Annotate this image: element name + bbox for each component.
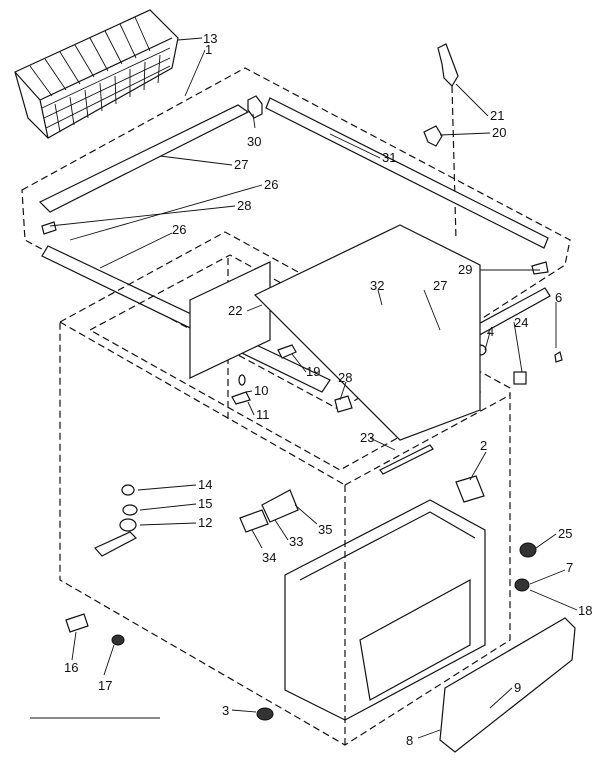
compressor-compartment bbox=[284, 499, 486, 721]
callout-30: 30 bbox=[247, 134, 261, 149]
callout-15: 15 bbox=[198, 496, 212, 511]
callout-1: 1 bbox=[205, 42, 212, 57]
callout-34: 34 bbox=[262, 550, 276, 565]
lid-outline bbox=[21, 67, 571, 411]
callout-21: 21 bbox=[490, 108, 504, 123]
callout-20: 20 bbox=[492, 125, 506, 140]
callout-19: 19 bbox=[306, 364, 320, 379]
callout-10: 10 bbox=[254, 383, 268, 398]
callout-3: 3 bbox=[222, 703, 229, 718]
callout-14: 14 bbox=[198, 477, 212, 492]
callout-32: 32 bbox=[370, 278, 384, 293]
callout-29: 29 bbox=[458, 262, 472, 277]
callout-27-top: 27 bbox=[234, 157, 248, 172]
callout-13: 13 bbox=[203, 31, 217, 46]
callout-12: 12 bbox=[198, 515, 212, 530]
callout-4: 4 bbox=[487, 324, 494, 339]
callout-24: 24 bbox=[514, 315, 528, 330]
callout-23: 23 bbox=[360, 430, 374, 445]
callout-16: 16 bbox=[64, 660, 78, 675]
callout-22: 22 bbox=[228, 303, 242, 318]
callout-labels: 13 1 30 21 20 31 27 26 28 26 29 27 6 32 … bbox=[64, 31, 592, 748]
callout-8: 8 bbox=[406, 733, 413, 748]
hinge-assembly bbox=[423, 43, 459, 241]
callout-28-front: 28 bbox=[338, 370, 352, 385]
callout-7: 7 bbox=[566, 560, 573, 575]
callout-26-top: 26 bbox=[264, 177, 278, 192]
callout-27-right: 27 bbox=[433, 278, 447, 293]
callout-26-front: 26 bbox=[172, 222, 186, 237]
callout-35: 35 bbox=[318, 522, 332, 537]
access-panel bbox=[439, 617, 576, 753]
small-parts bbox=[41, 221, 563, 721]
callout-9: 9 bbox=[514, 680, 521, 695]
callout-31: 31 bbox=[382, 150, 396, 165]
wire-basket bbox=[14, 9, 179, 139]
callout-28-top: 28 bbox=[237, 198, 251, 213]
callout-25: 25 bbox=[558, 526, 572, 541]
callout-2: 2 bbox=[480, 438, 487, 453]
callout-18: 18 bbox=[578, 603, 592, 618]
leader-lines bbox=[49, 37, 578, 739]
callout-11: 11 bbox=[256, 407, 270, 422]
callout-6: 6 bbox=[555, 290, 562, 305]
callout-33: 33 bbox=[289, 534, 303, 549]
callout-17: 17 bbox=[98, 678, 112, 693]
